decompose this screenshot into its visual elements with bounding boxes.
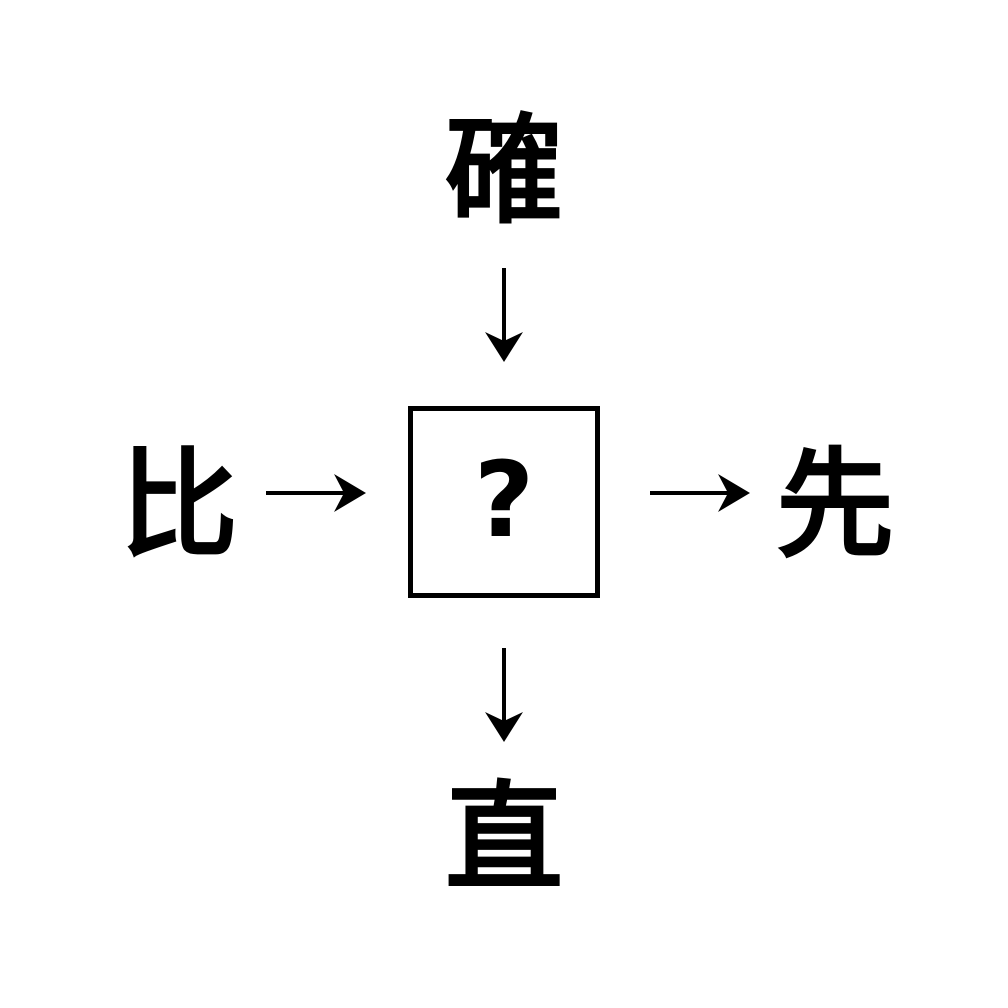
answer-placeholder-question-mark: ? [473,439,535,561]
prompt-kanji-left: 比 [119,436,238,574]
prompt-kanji-right: 先 [775,436,894,574]
prompt-kanji-top: 確 [444,102,563,240]
arrow-down-icon-top [479,268,529,362]
arrow-right-icon-right [650,468,750,518]
answer-box[interactable]: ? [408,406,600,598]
arrow-down-icon-bottom [479,648,529,742]
arrow-right-icon-left [266,468,366,518]
prompt-kanji-bottom: 直 [444,769,563,907]
